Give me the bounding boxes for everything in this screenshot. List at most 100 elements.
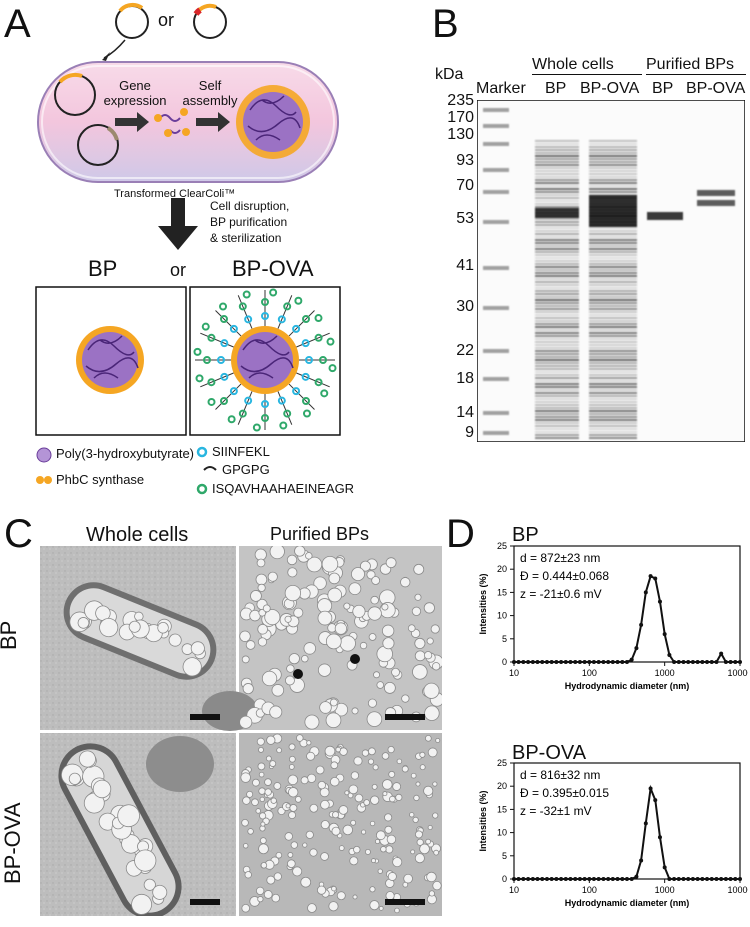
dls-point [624, 660, 629, 664]
dls-point [681, 877, 686, 881]
dls-point [723, 877, 728, 881]
mw-30: 30 [456, 298, 474, 315]
x-tick-label: 100 [582, 668, 597, 678]
dls-point [549, 877, 554, 881]
dls-point [563, 877, 568, 881]
dls-point [653, 798, 658, 803]
x-axis-label: Hydrodynamic diameter (nm) [565, 898, 690, 908]
or-mid-label: or [170, 260, 187, 280]
dls-point [676, 660, 681, 664]
siinfekl-legend-icon [196, 446, 208, 458]
dls-point [738, 660, 742, 664]
bp-dls-title: BP [512, 524, 539, 546]
dls-point [549, 660, 554, 664]
dls-point [709, 660, 714, 664]
x-tick-label: 10000 [727, 885, 748, 895]
process-steps: Cell disruption, BP purification & steri… [210, 198, 289, 246]
dls-point [516, 660, 521, 664]
dls-point [573, 660, 578, 664]
dls-point [601, 660, 606, 664]
y-tick-label: 25 [497, 541, 507, 551]
y-tick-label: 10 [497, 828, 507, 838]
scale-bar-2 [385, 714, 425, 720]
dls-point [629, 877, 634, 881]
dls-point [544, 660, 549, 664]
self-assembly-label: Self assembly [180, 78, 240, 108]
dls-point [634, 646, 639, 651]
mw-9: 9 [465, 424, 474, 441]
poly-legend-label: Poly(3-hydroxybutyrate) [56, 446, 194, 461]
dls-point [700, 660, 705, 664]
dls-point [563, 660, 568, 664]
x-axis-label: Hydrodynamic diameter (nm) [565, 681, 690, 691]
mw-22: 22 [456, 342, 474, 359]
y-tick-label: 0 [502, 657, 507, 667]
dls-stat: z = -21±0.6 mV [520, 587, 602, 601]
dls-point [662, 865, 667, 870]
dls-point [723, 660, 728, 664]
bpova-cell-image [58, 743, 182, 916]
kda-label: kDa [435, 66, 464, 83]
dls-point [648, 574, 653, 579]
mw-235: 235 [447, 92, 474, 109]
lane-label-bp-purified: BP [652, 80, 674, 97]
bp-ova-box [189, 286, 341, 436]
bp-row-label: BP [0, 590, 22, 650]
purified-bps-column-label: Purified BPs [270, 524, 370, 544]
dls-point [530, 660, 535, 664]
bpova-row-text: BP-OVA [0, 802, 25, 884]
bpova-dls-title: BP-OVA [512, 742, 587, 764]
mw-93: 93 [456, 152, 474, 169]
dls-point [709, 877, 714, 881]
dls-point [700, 877, 705, 881]
dls-point [540, 660, 545, 664]
dls-point [577, 660, 582, 664]
dls-stat: d = 816±32 nm [520, 768, 600, 782]
y-tick-label: 5 [502, 634, 507, 644]
mw-130: 130 [447, 126, 474, 143]
dls-point [615, 660, 620, 664]
dls-point [728, 660, 733, 664]
sds-page-gel [477, 100, 745, 442]
dls-point [521, 660, 526, 664]
x-tick-label: 10 [509, 885, 519, 895]
y-tick-label: 20 [497, 564, 507, 574]
dls-point [686, 877, 691, 881]
cell-caption: Transformed ClearColi™ [114, 188, 236, 200]
isqa-legend-icon [196, 483, 208, 495]
or-top-label: or [158, 10, 175, 30]
dls-point [672, 660, 677, 664]
dls-series-line [514, 784, 740, 880]
dls-point [591, 877, 596, 881]
process-line-2: BP purification [210, 215, 288, 229]
phbc-legend-label: PhbC synthase [56, 472, 145, 487]
panel-c-letter: C [4, 512, 33, 556]
dls-point [596, 660, 601, 664]
mw-70: 70 [456, 177, 474, 194]
scale-bar-1 [190, 714, 220, 720]
dls-point [620, 660, 625, 664]
dls-point [587, 660, 592, 664]
dls-point [535, 877, 540, 881]
purified-bracket [646, 74, 746, 75]
dls-point [634, 874, 639, 879]
dls-point [587, 877, 592, 881]
dls-point [540, 877, 545, 881]
dls-point [516, 877, 521, 881]
siinfekl-legend-label: SIINFEKL [212, 444, 270, 459]
dls-point [738, 877, 742, 881]
dls-bp-chart: 051015202510100100010000Hydrodynamic dia… [478, 541, 748, 691]
mw-41: 41 [456, 257, 474, 274]
dls-point [686, 660, 691, 664]
bp-row-text: BP [0, 620, 21, 650]
dls-point [606, 877, 611, 881]
y-axis-label: Intensities (%) [478, 790, 488, 851]
x-tick-label: 10000 [727, 668, 748, 678]
dls-point [512, 877, 516, 881]
self-assembly-line-2: assembly [182, 93, 238, 108]
dls-point [676, 877, 681, 881]
dls-point [582, 877, 587, 881]
bp-ova-box-title: BP-OVA [232, 256, 314, 281]
scale-bar-4 [385, 899, 425, 905]
whole-cells-bracket [532, 74, 642, 75]
